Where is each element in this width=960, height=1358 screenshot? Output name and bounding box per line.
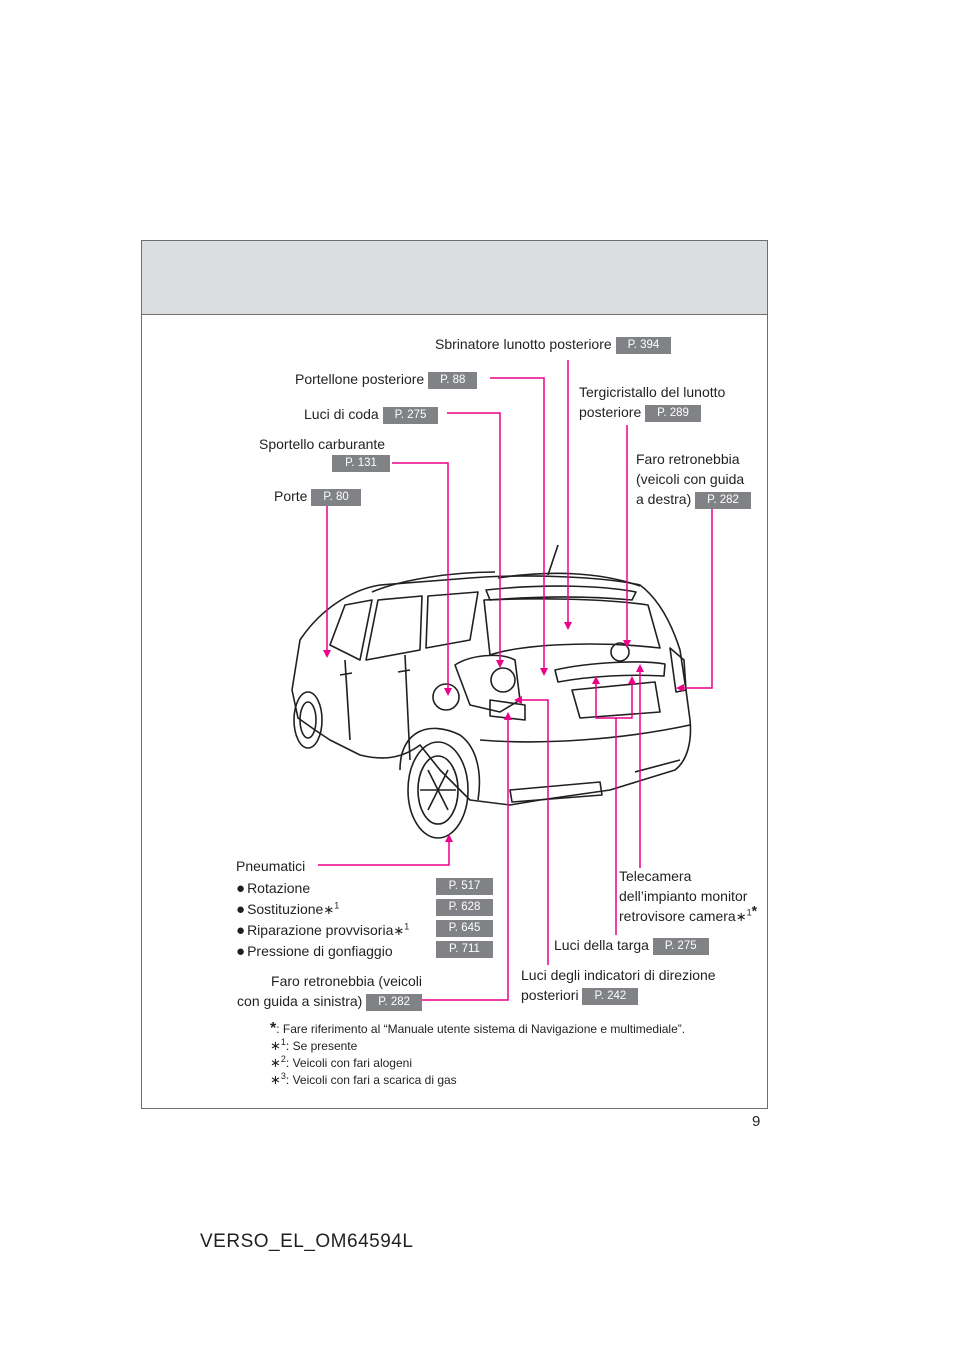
label-pneumatici-title: Pneumatici	[236, 858, 306, 874]
label-text: Sbrinatore lunotto posteriore	[435, 336, 612, 352]
page-badge[interactable]: P. 242	[582, 987, 639, 1005]
footnote-sup: 1	[280, 1037, 286, 1047]
label-faro-sinistra: Faro retronebbia (veicoli con guida a si…	[236, 971, 422, 1011]
page-badge[interactable]: P. 88	[428, 371, 478, 389]
page-badge[interactable]: P. 645	[436, 920, 493, 937]
page-badge[interactable]: P. 289	[645, 404, 701, 422]
footnote-text: : Fare riferimento al “Manuale utente si…	[276, 1022, 686, 1036]
footnote-2: ∗1: Se presente	[270, 1037, 358, 1054]
footnote-text: : Veicoli con fari alogeni	[285, 1056, 412, 1070]
label-text: Luci di coda	[304, 406, 379, 422]
tire-item-riparazione: ●Riparazione provvisoria∗1	[236, 920, 409, 941]
footnote-3: ∗2: Veicoli con fari alogeni	[270, 1054, 412, 1071]
page-badge[interactable]: P. 628	[436, 899, 493, 916]
bullet-icon: ●	[236, 943, 246, 960]
label-text: (veicoli con guida	[636, 471, 745, 487]
label-text: Sportello carburante	[259, 436, 386, 452]
footnote-mark: ∗	[735, 909, 747, 924]
footnote-text: : Veicoli con fari a scarica di gas	[285, 1073, 457, 1087]
footnote-sup: 3	[280, 1071, 286, 1081]
car-drawing	[291, 544, 692, 839]
footnote-mark: ∗	[270, 1055, 281, 1070]
bullet-icon: ●	[236, 880, 246, 897]
tire-item-rotazione: ●Rotazione	[236, 878, 310, 899]
label-telecamera: Telecamera dell’impianto monitor retrovi…	[619, 866, 757, 927]
label-text: Sostituzione	[247, 901, 324, 917]
bullet-icon: ●	[236, 901, 246, 918]
footnote-mark: ∗	[270, 1038, 281, 1053]
footnote-4: ∗3: Veicoli con fari a scarica di gas	[270, 1071, 457, 1088]
label-indicatori: Luci degli indicatori di direzione poste…	[521, 965, 716, 1005]
document-code: VERSO_EL_OM64594L	[200, 1231, 414, 1252]
label-sbrinatore: Sbrinatore lunotto posteriore P. 394	[435, 334, 672, 354]
frame-header-band	[142, 241, 767, 315]
label-sportello: Sportello carburante	[259, 434, 385, 454]
footnote-sup: 1	[334, 900, 340, 911]
tire-item-sostituzione: ●Sostituzione∗1	[236, 899, 339, 920]
label-text: Pressione di gonfiaggio	[247, 943, 393, 959]
page-badge[interactable]: P. 517	[436, 878, 493, 895]
page-badge[interactable]: P. 394	[615, 336, 672, 354]
label-text: posteriori	[521, 987, 579, 1003]
footnote-text: : Se presente	[285, 1039, 358, 1053]
footnote-sup: 1	[746, 907, 752, 918]
label-text: Portellone posteriore	[295, 371, 425, 387]
label-text: Tergicristallo del lunotto	[579, 384, 726, 400]
label-text: Faro retronebbia (veicoli	[271, 973, 422, 989]
page-badge[interactable]: P. 282	[366, 993, 422, 1011]
label-text: Riparazione provvisoria	[247, 922, 394, 938]
label-luci-targa: Luci della targa P. 275	[554, 935, 709, 955]
label-text: con guida a sinistra)	[237, 993, 363, 1009]
bullet-icon: ●	[236, 922, 246, 939]
page-badge[interactable]: P. 282	[695, 491, 751, 509]
footnote-sup: 2	[280, 1054, 286, 1064]
label-text: dell’impianto monitor	[619, 888, 748, 904]
label-text: Luci della targa	[554, 937, 649, 953]
footnote-mark-2: *	[751, 902, 758, 919]
page-badge[interactable]: P. 275	[382, 406, 439, 424]
page-number: 9	[752, 1113, 761, 1130]
page-badge[interactable]: P. 711	[436, 941, 493, 958]
page-badge[interactable]: P. 131	[332, 455, 390, 472]
label-text: Telecamera	[619, 868, 692, 884]
label-text: posteriore	[579, 404, 642, 420]
label-text: Porte	[274, 488, 308, 504]
footnote-mark: ∗	[270, 1072, 281, 1087]
label-text: Faro retronebbia	[636, 451, 740, 467]
content-frame	[141, 240, 768, 1109]
label-porte: Porte P. 80	[274, 486, 361, 506]
footnote-mark: ∗	[393, 923, 405, 938]
footnote-sup: 1	[404, 921, 410, 932]
label-text: retrovisore camera	[619, 908, 736, 924]
label-text: Rotazione	[247, 880, 311, 896]
page-badge[interactable]: P. 275	[652, 937, 709, 955]
label-text: Luci degli indicatori di direzione	[521, 967, 716, 983]
label-portellone: Portellone posteriore P. 88	[295, 369, 478, 389]
label-luci-coda: Luci di coda P. 275	[304, 404, 439, 424]
footnote-mark: *	[270, 1020, 277, 1037]
label-tergicristallo: Tergicristallo del lunotto posteriore P.…	[579, 382, 725, 422]
footnote-mark: ∗	[323, 902, 335, 917]
leader-lines	[318, 360, 713, 1001]
tire-item-pressione: ●Pressione di gonfiaggio	[236, 941, 393, 962]
footnote-1: *: Fare riferimento al “Manuale utente s…	[270, 1020, 686, 1037]
label-text: a destra)	[636, 491, 692, 507]
page-badge[interactable]: P. 80	[311, 488, 361, 506]
label-faro-destra: Faro retronebbia (veicoli con guida a de…	[636, 449, 751, 509]
leader-arrowheads	[323, 622, 684, 842]
